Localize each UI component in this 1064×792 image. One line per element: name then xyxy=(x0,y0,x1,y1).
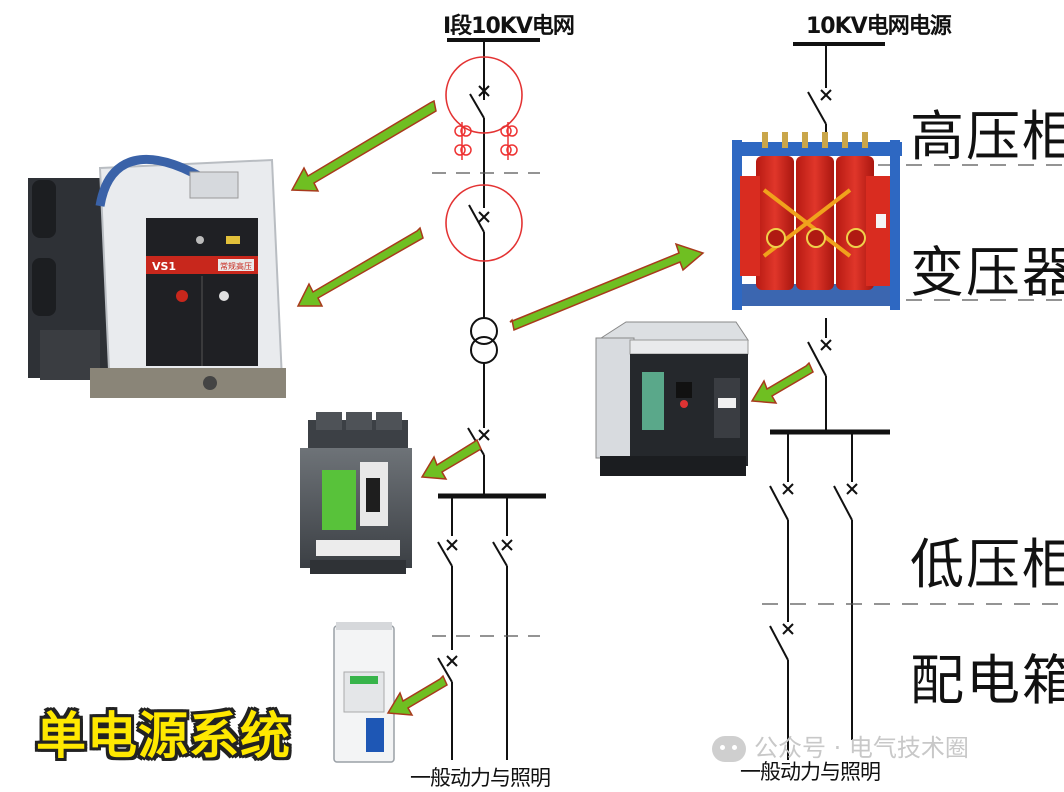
vacuum-circuit-breaker-image: VS1 常规高压 xyxy=(28,154,286,398)
vs1-badge: 常规高压 xyxy=(220,261,252,271)
left-load-label: 一般动力与照明 xyxy=(410,766,551,790)
highlight-circle-breaker xyxy=(445,184,523,262)
arrow-to-mccb xyxy=(420,438,482,480)
diagram-title: 单电源系统 xyxy=(36,707,291,765)
dashed-separators-left xyxy=(432,172,540,637)
arrow-to-vcb-mid xyxy=(296,226,424,307)
right-load-label: 一般动力与照明 xyxy=(740,760,881,784)
watermark: 公众号 · 电气技术圈 xyxy=(712,728,969,763)
arrow-to-acb xyxy=(750,361,814,404)
left-source-label: I段10KV电网 xyxy=(443,14,575,39)
distribution-box-label: 配电箱 xyxy=(910,649,1064,712)
dashed-separators-right xyxy=(762,164,1064,605)
miniature-breaker-image xyxy=(333,622,395,763)
indicator-arrows xyxy=(290,99,814,716)
arrow-to-transformer xyxy=(509,242,705,332)
moulded-case-breaker-image xyxy=(300,412,412,574)
wechat-icon xyxy=(712,736,746,762)
watermark-text: 公众号 · 电气技术圈 xyxy=(754,734,969,762)
vs1-label: VS1 xyxy=(152,260,176,273)
air-circuit-breaker-image xyxy=(595,321,749,476)
right-source-label: 10KV电网电源 xyxy=(806,14,952,39)
arrow-to-vcb-top xyxy=(290,99,437,192)
low-voltage-cabinet-label: 低压柜 xyxy=(910,533,1064,596)
highlight-circle-disconnector xyxy=(445,56,523,134)
dry-type-transformer-image xyxy=(732,132,902,310)
left-feeder xyxy=(437,38,546,760)
high-voltage-cabinet-label: 高压柜 xyxy=(910,105,1064,168)
transformer-label: 变压器 xyxy=(910,241,1064,304)
right-feeder xyxy=(769,42,890,760)
arrow-to-mcb xyxy=(386,674,448,716)
